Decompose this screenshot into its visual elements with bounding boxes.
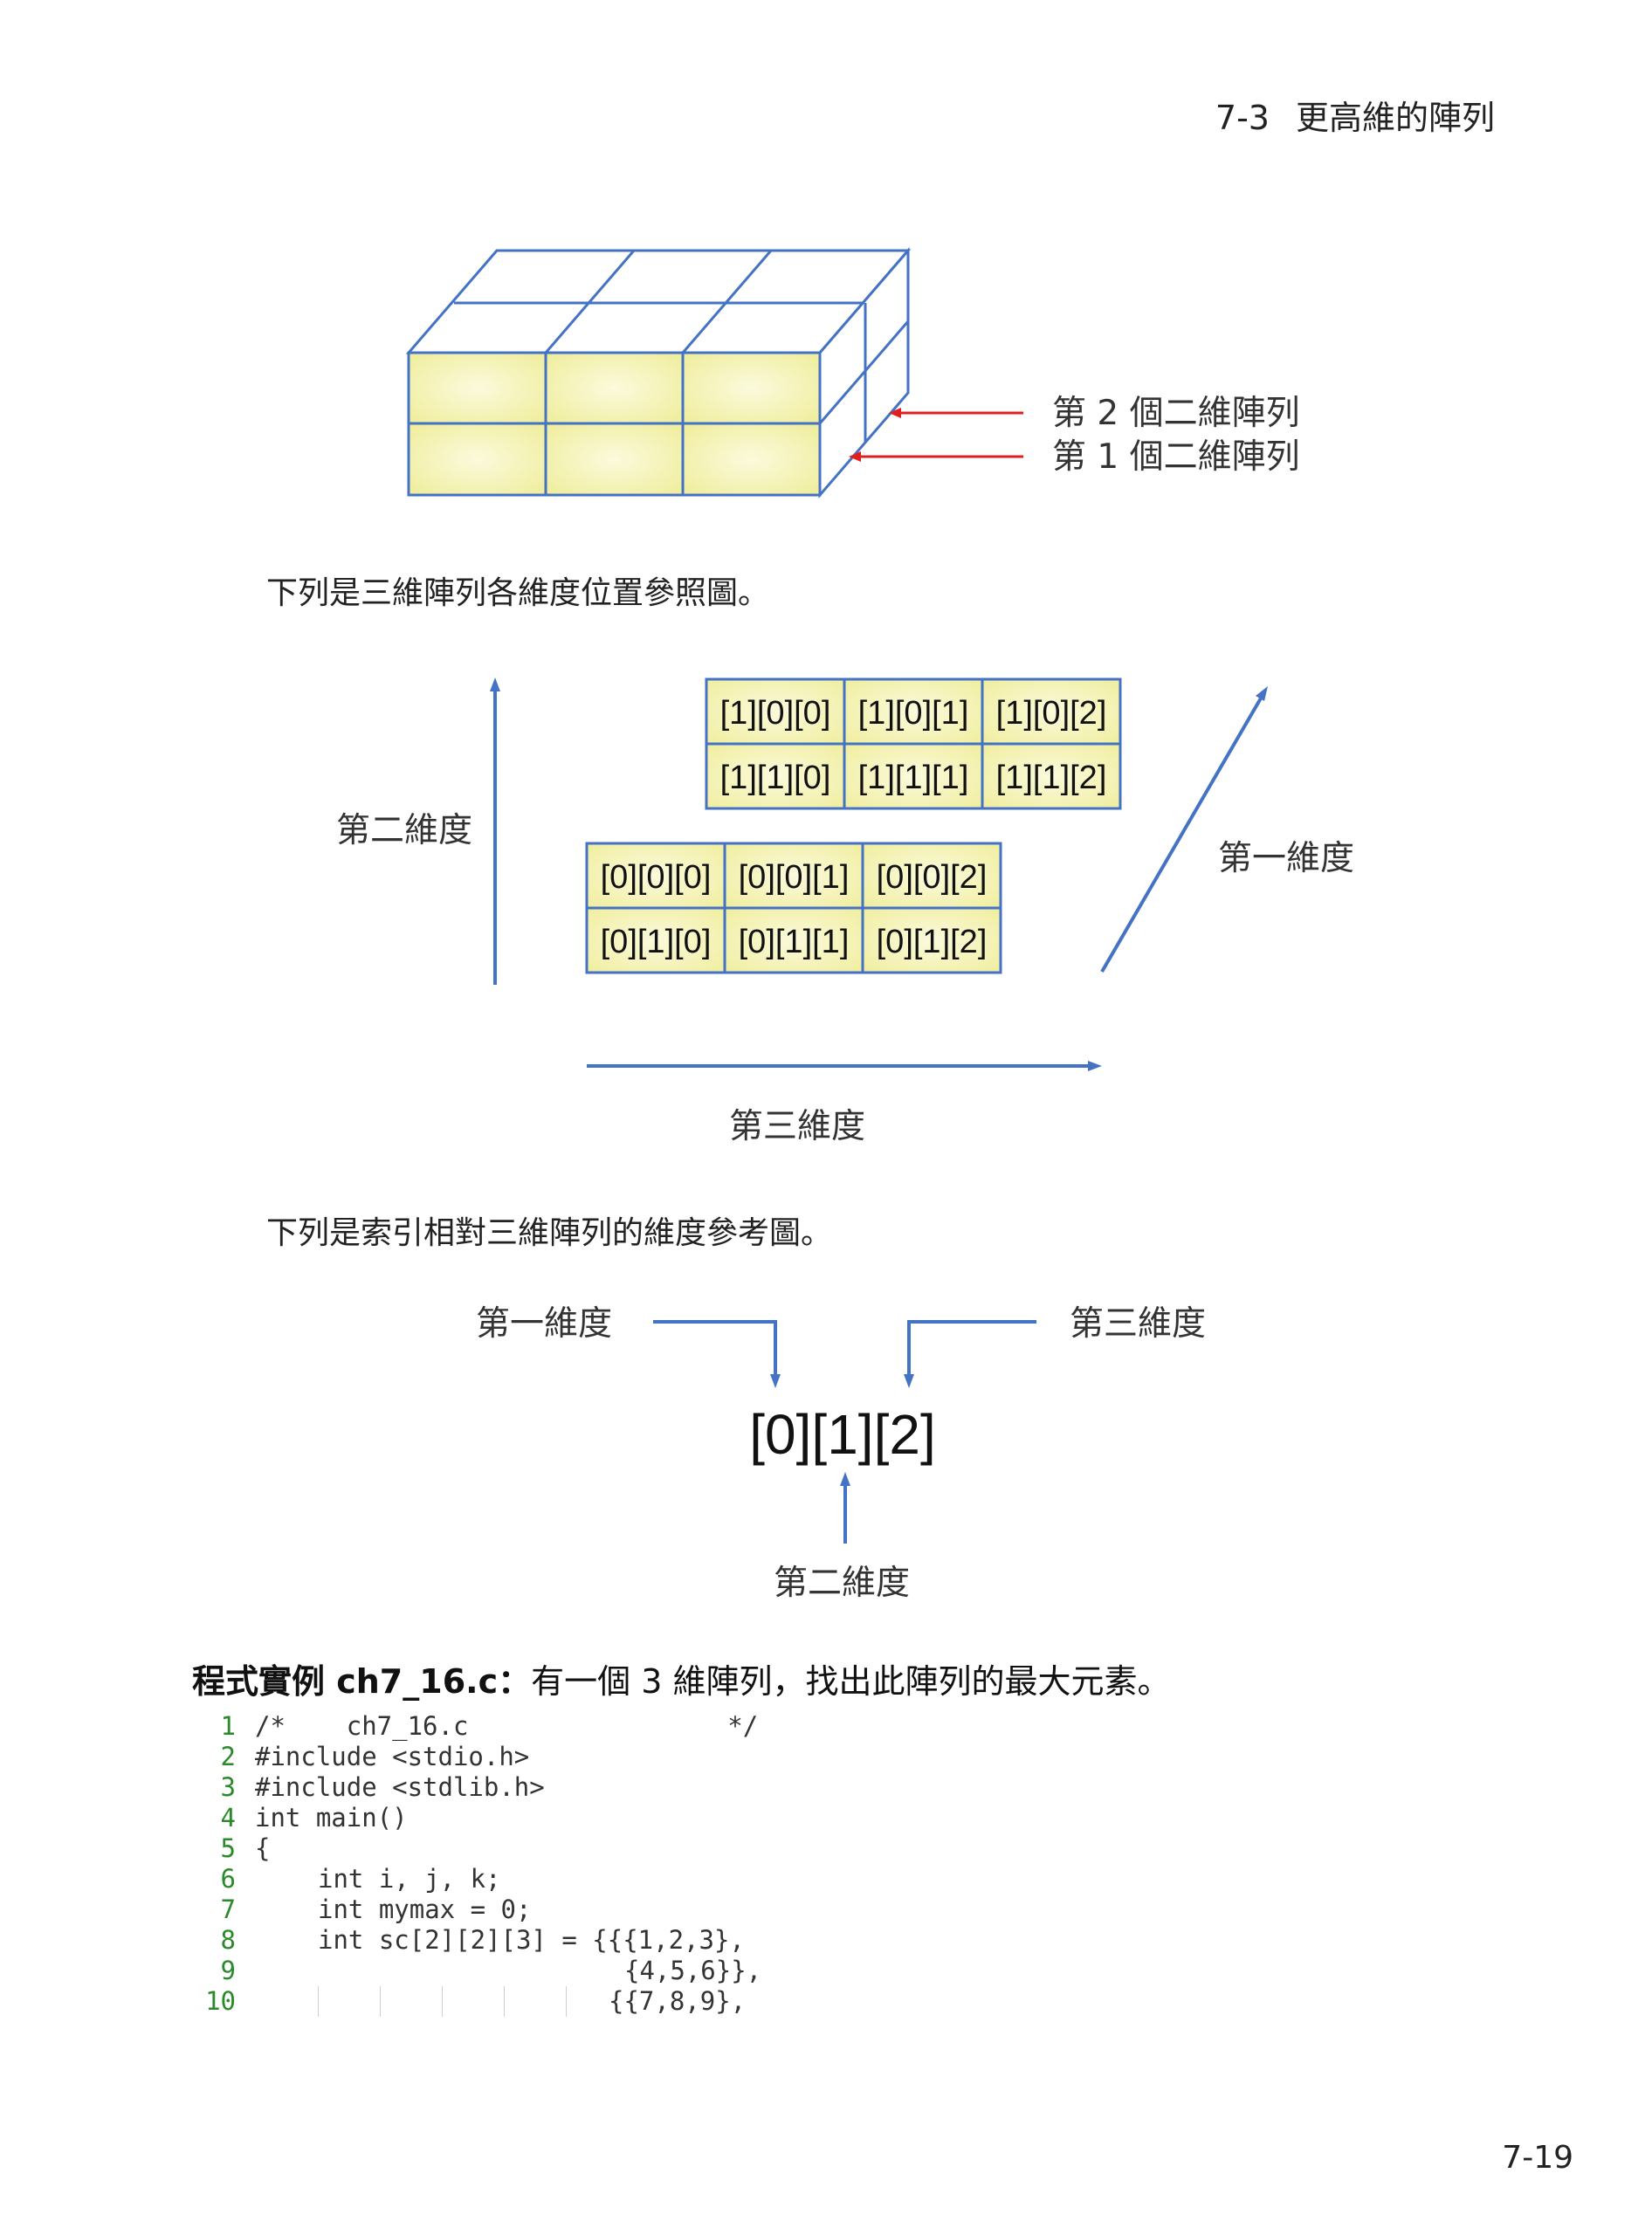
cell-back-0-2: [1][0][2] (996, 695, 1107, 732)
paragraph-position-reference: 下列是三維陣列各維度位置參照圖。 (266, 575, 770, 611)
label-second-2d-array: 第 2 個二維陣列 (1052, 394, 1300, 433)
code-text: int mymax = 0; (318, 1895, 532, 1924)
code-text: #include <stdlib.h> (255, 1772, 545, 1802)
line-number: 7 (220, 1895, 236, 1924)
line-number: 10 (205, 1986, 236, 2016)
label-index-dim2: 第二維度 (774, 1564, 910, 1603)
label-dim2: 第二維度 (336, 811, 472, 850)
example-description: 有一個 3 維陣列，找出此陣列的最大元素。 (531, 1662, 1171, 1701)
cell-back-1-2: [1][1][2] (996, 760, 1107, 796)
line-number: 9 (220, 1956, 236, 1985)
code-text: #include <stdio.h> (255, 1742, 530, 1771)
line-number: 1 (220, 1711, 236, 1741)
example-heading: 程式實例 ch7_16.c：有一個 3 維陣列，找出此陣列的最大元素。 (192, 1654, 1170, 1702)
header-section-title: 更高維的陣列 (1295, 99, 1495, 137)
back-plane-grid (705, 677, 1122, 810)
code-text: int i, j, k; (318, 1864, 501, 1894)
label-dim1: 第一維度 (1218, 839, 1354, 878)
code-line: 2 #include <stdio.h> (192, 1742, 530, 1772)
cell-back-1-0: [1][1][0] (720, 760, 831, 796)
cell-front-1-2: [0][1][2] (877, 924, 988, 960)
cell-front-0-0: [0][0][0] (601, 859, 712, 896)
axis-dim1-arrow (1100, 695, 1263, 973)
indent-guide (380, 1986, 381, 2017)
line-number: 8 (220, 1925, 236, 1955)
cell-front-0-2: [0][0][2] (877, 859, 988, 896)
running-header: 7-3 更高維的陣列 (1215, 91, 1495, 139)
indent-guide (566, 1986, 567, 2017)
label-index-dim1: 第一維度 (476, 1304, 612, 1344)
line-number: 2 (220, 1742, 236, 1771)
code-line: 8 int sc[2][2][3] = {{{1,2,3}, (192, 1925, 745, 1956)
arrow-dim3 (907, 1320, 1036, 1376)
code-text: { (255, 1833, 271, 1863)
code-text: {{7,8,9}, (609, 1986, 747, 2016)
arrow-dim1 (653, 1320, 777, 1376)
figure-index-reference: 第一維度 第三維度 第二維度 [0][1][2] (476, 1304, 1206, 1603)
code-line: 3 #include <stdlib.h> (192, 1772, 545, 1803)
figure-dimension-positions: [1][0][0] [1][0][1] [1][0][2] [1][1][0] … (336, 677, 1354, 1146)
header-section-number: 7-3 (1215, 99, 1270, 137)
indent-guide (504, 1986, 505, 2017)
code-line: 6 int i, j, k; (192, 1864, 501, 1895)
code-line: 4 int main() (192, 1803, 408, 1833)
label-dim3: 第三維度 (729, 1107, 865, 1146)
line-number: 3 (220, 1772, 236, 1802)
red-pointer-arrows (849, 408, 1023, 462)
line-number: 6 (220, 1864, 236, 1894)
code-line: 10 {{7,8,9}, (192, 1986, 746, 2017)
code-line: 1 /* ch7_16.c */ (192, 1711, 759, 1742)
paragraph-index-reference: 下列是索引相對三維陣列的維度參考圖。 (266, 1215, 833, 1251)
front-plane-grid (585, 842, 1002, 974)
code-line: 5 { (192, 1833, 271, 1864)
figure-3d-block: 第 2 個二維陣列 第 1 個二維陣列 (405, 246, 1300, 499)
line-number: 4 (220, 1803, 236, 1833)
example-title: 程式實例 ch7_16.c (192, 1662, 499, 1701)
indent-guide (442, 1986, 443, 2017)
code-text: int main() (255, 1803, 408, 1833)
page-number: 7-19 (1502, 2140, 1573, 2176)
code-text: /* ch7_16.c */ (255, 1711, 759, 1741)
index-expression: [0][1][2] (749, 1403, 935, 1466)
indent-guide (318, 1986, 319, 2017)
front-face (407, 351, 822, 497)
cell-front-0-1: [0][0][1] (739, 859, 850, 896)
code-listing: 1 /* ch7_16.c */ 2 #include <stdio.h> 3 … (192, 1711, 762, 2017)
code-text: int sc[2][2][3] = {{{1,2,3}, (318, 1925, 745, 1955)
code-text: {4,5,6}}, (624, 1956, 762, 1985)
example-colon: ： (498, 1662, 532, 1701)
line-number: 5 (220, 1833, 236, 1863)
cell-front-1-0: [0][1][0] (601, 924, 712, 960)
right-face (818, 246, 910, 499)
cell-back-1-1: [1][1][1] (858, 760, 969, 796)
label-first-2d-array: 第 1 個二維陣列 (1052, 437, 1300, 477)
cell-back-0-1: [1][0][1] (858, 695, 969, 732)
code-line: 9 {4,5,6}}, (192, 1956, 762, 1986)
cell-back-0-0: [1][0][0] (720, 695, 831, 732)
label-index-dim3: 第三維度 (1070, 1304, 1206, 1344)
cell-front-1-1: [0][1][1] (739, 924, 850, 960)
code-line: 7 int mymax = 0; (192, 1895, 532, 1925)
